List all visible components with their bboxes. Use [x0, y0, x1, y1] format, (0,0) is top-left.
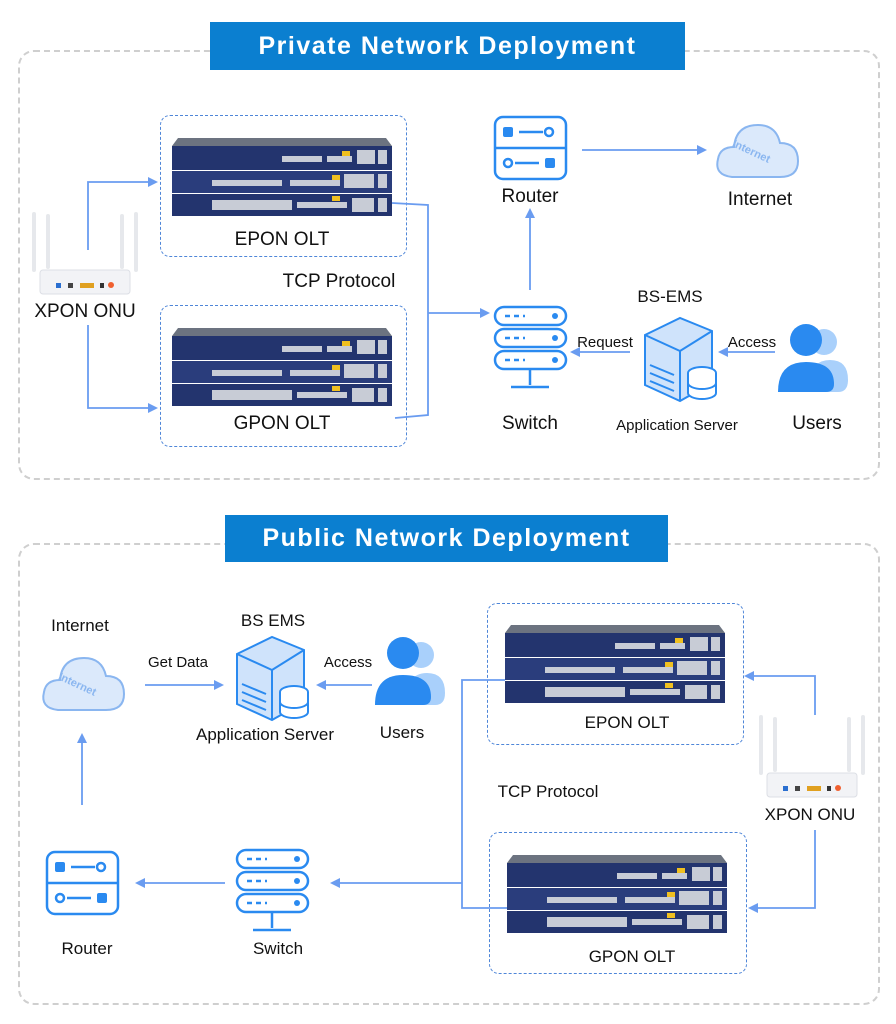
- private-server-label: Application Server: [616, 417, 738, 434]
- private-epon-olt-device: [172, 138, 392, 216]
- private-gpon-label: GPON OLT: [233, 413, 331, 434]
- private-users-label: Users: [792, 413, 842, 434]
- public-server-label: Application Server: [196, 725, 334, 744]
- public-users-icon: [375, 637, 445, 705]
- public-onu-label: XPON ONU: [764, 805, 856, 824]
- private-connectors: [87, 145, 775, 419]
- public-gpon-olt-device: [507, 855, 727, 933]
- public-tcp-label: TCP Protocol: [497, 782, 599, 801]
- private-router-label: Router: [501, 186, 559, 207]
- private-ems-label: BS-EMS: [637, 287, 703, 306]
- private-router-icon: [493, 115, 568, 181]
- private-access-label: Access: [727, 334, 777, 351]
- public-internet-label: Internet: [51, 616, 109, 635]
- public-getdata-label: Get Data: [147, 654, 209, 671]
- private-request-label: Request: [577, 334, 633, 351]
- private-switch-label: Switch: [502, 413, 558, 434]
- public-internet-cloud-icon: Internet: [42, 657, 125, 711]
- public-epon-group: [487, 603, 744, 745]
- private-users-icon: [778, 324, 848, 392]
- public-section-title: Public Network Deployment: [225, 515, 668, 562]
- public-connectors: [77, 671, 816, 913]
- public-application-server-icon: [236, 636, 309, 721]
- private-epon-label: EPON OLT: [234, 229, 330, 250]
- private-internet-cloud-icon: Internet: [716, 124, 799, 178]
- private-gpon-group: [160, 305, 407, 447]
- private-epon-group: [160, 115, 407, 257]
- public-epon-label: EPON OLT: [584, 713, 670, 732]
- public-switch-icon: [235, 848, 310, 932]
- public-router-label: Router: [61, 939, 113, 958]
- public-epon-olt-device: [505, 625, 725, 703]
- private-internet-label: Internet: [727, 189, 793, 210]
- public-gpon-label: GPON OLT: [588, 947, 676, 966]
- public-ems-label: BS EMS: [240, 611, 306, 630]
- private-onu-label: XPON ONU: [34, 301, 136, 322]
- private-switch-icon: [493, 305, 568, 389]
- public-switch-label: Switch: [252, 939, 304, 958]
- public-users-label: Users: [379, 723, 425, 742]
- private-tcp-label: TCP Protocol: [282, 271, 396, 292]
- private-section-title: Private Network Deployment: [210, 22, 685, 70]
- public-access-label: Access: [323, 654, 373, 671]
- public-gpon-group: [489, 832, 747, 974]
- public-router-icon: [45, 850, 120, 916]
- public-onu-device: [758, 714, 866, 798]
- private-application-server-icon: [644, 317, 717, 402]
- private-gpon-olt-device: [172, 328, 392, 406]
- private-onu-device: [31, 211, 139, 295]
